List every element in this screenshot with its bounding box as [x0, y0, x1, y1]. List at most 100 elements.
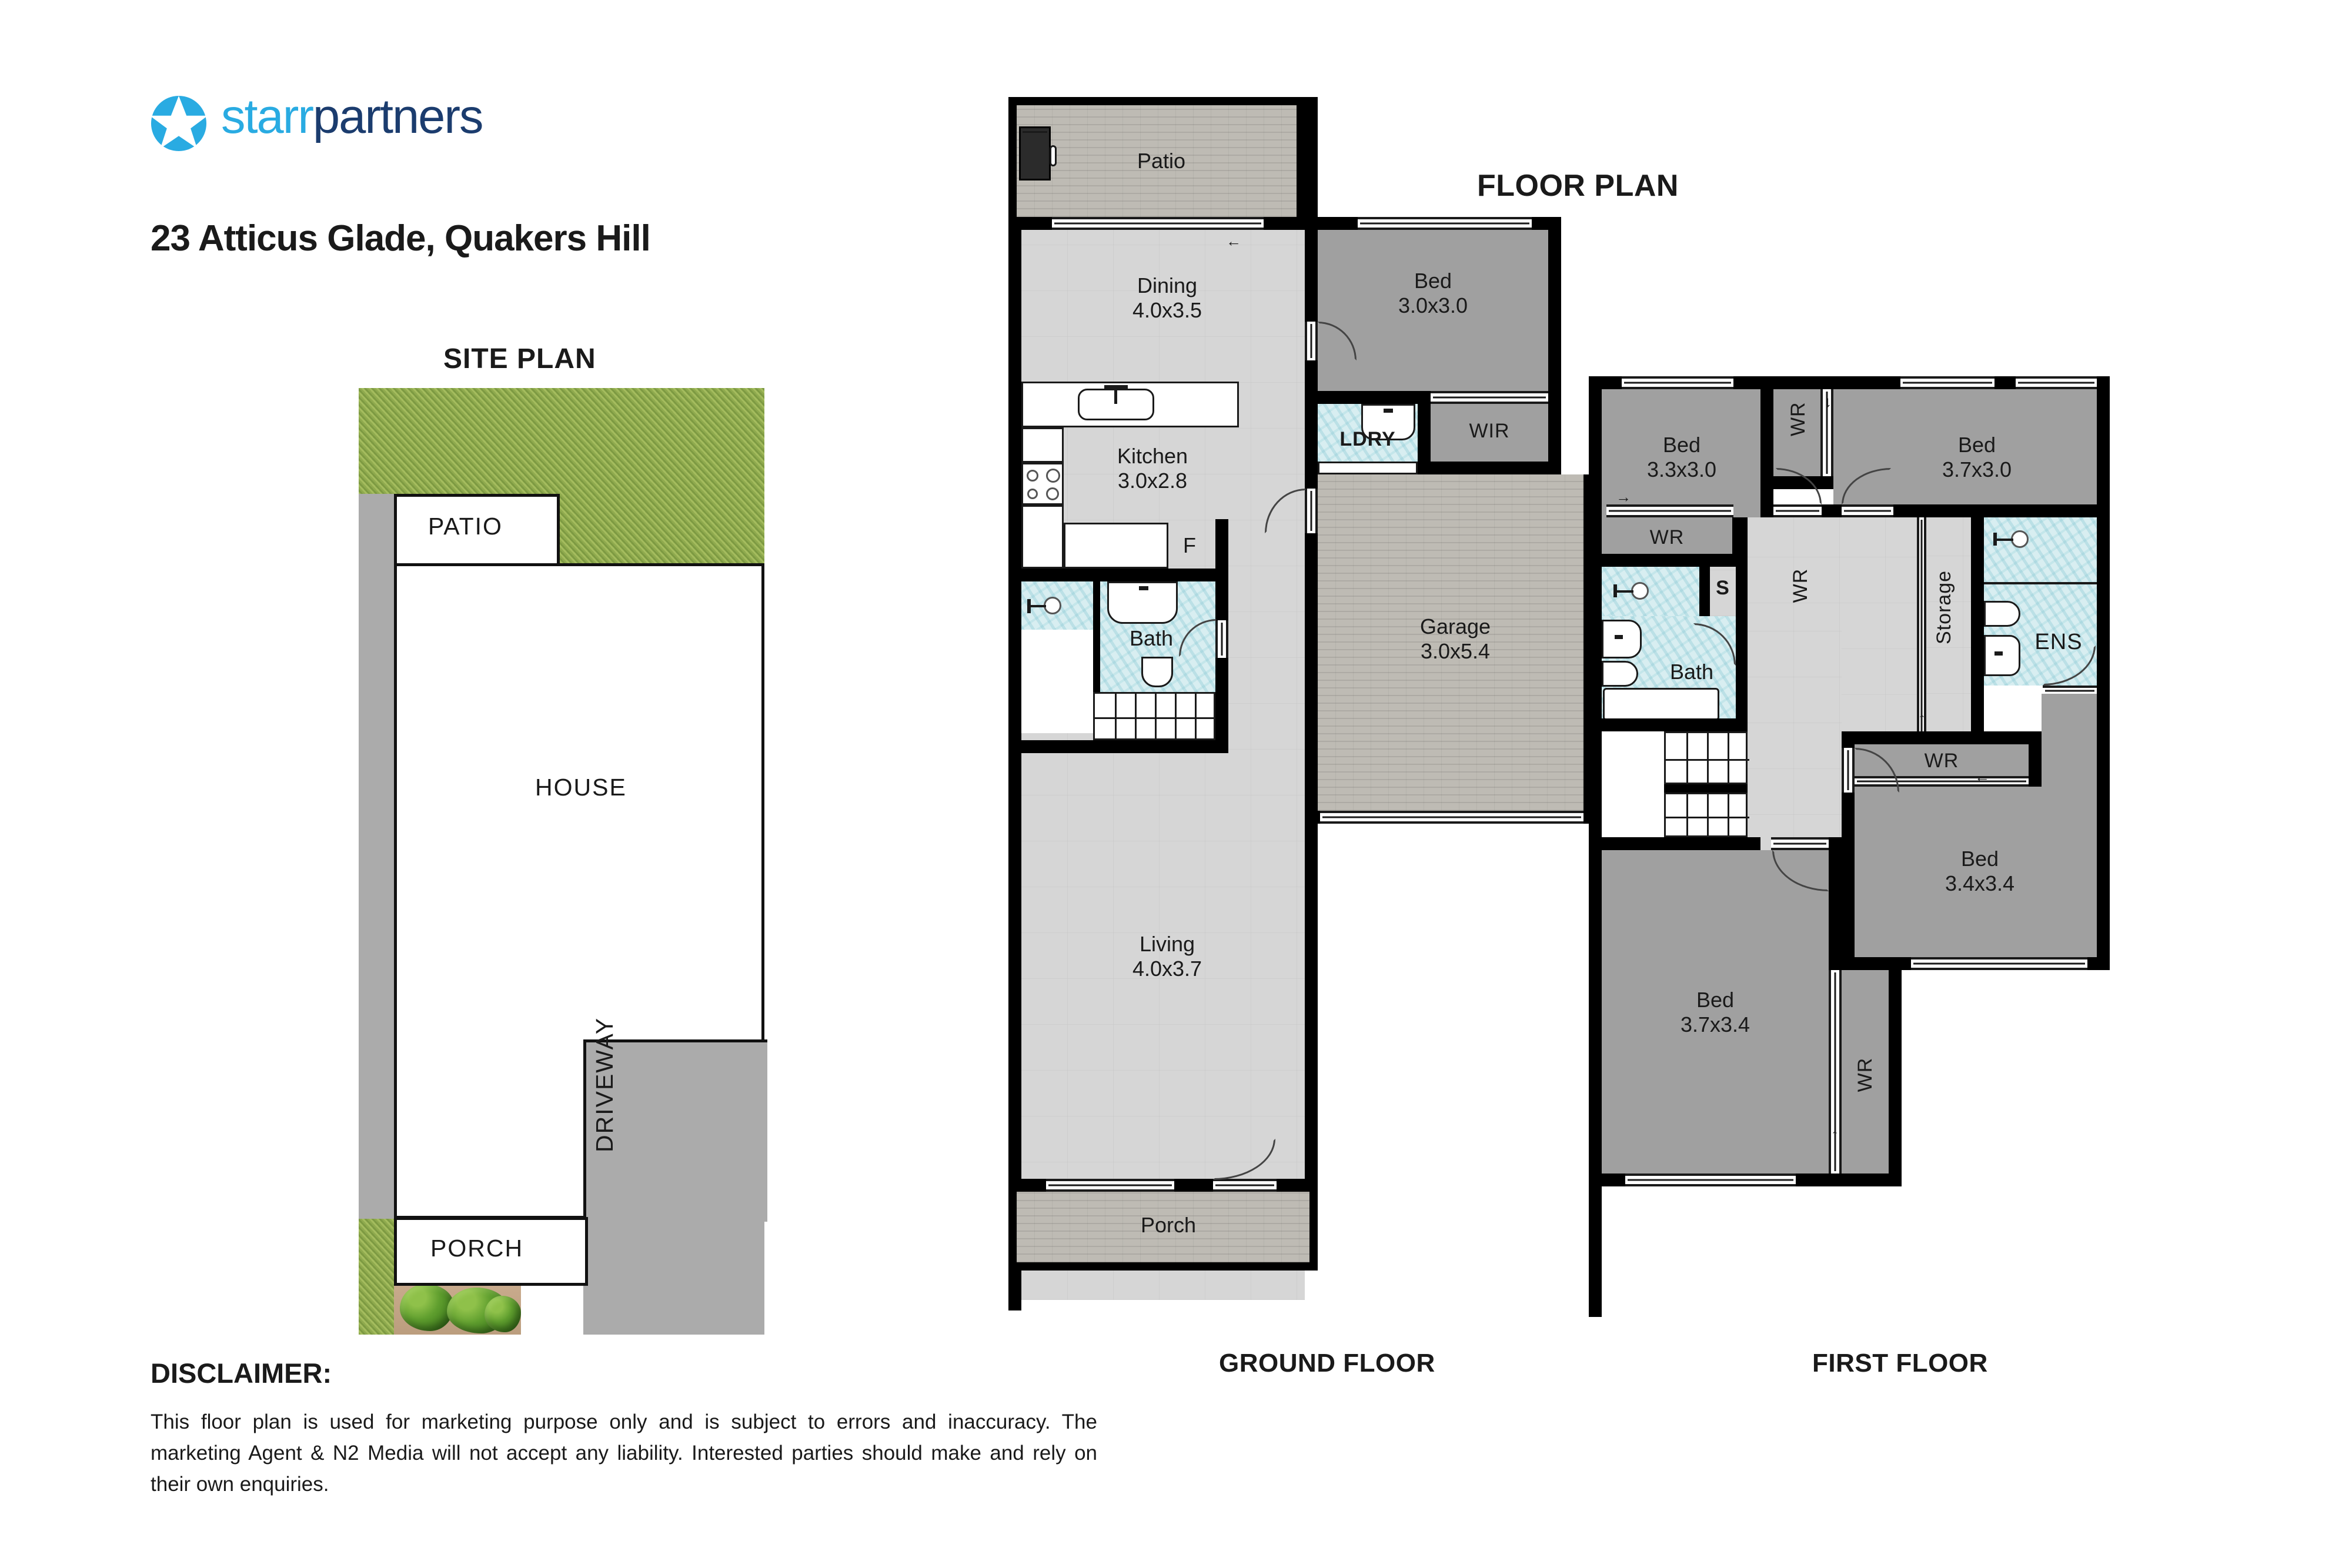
ff-stair-void	[1602, 731, 1664, 837]
ff-bed4-window[interactable]	[1625, 1174, 1796, 1186]
gf-shower-head-icon	[1044, 597, 1061, 614]
floor-plan-title: FLOOR PLAN	[1477, 169, 1679, 203]
gf-kitchen-tap-icon	[1114, 386, 1117, 404]
ff-wr2-label: WR	[1786, 402, 1809, 437]
ff-wall-wr3-right	[2029, 731, 2042, 787]
ff-ens-shower-mixer-icon	[1993, 533, 1997, 546]
ff-bed1-floor	[1602, 389, 1760, 517]
gf-ldry-label: LDRY	[1339, 428, 1396, 450]
disclaimer-heading: DISCLAIMER:	[151, 1358, 332, 1389]
ff-wall-wr3-top	[1842, 731, 2042, 744]
disclaimer-body: This floor plan is used for marketing pu…	[151, 1410, 1097, 1496]
gf-kitchen-tap-bar	[1104, 385, 1128, 389]
ff-bed2-window-a[interactable]	[1900, 376, 1994, 389]
first-floor-caption: FIRST FLOOR	[1812, 1349, 1988, 1378]
ff-bed4-floor	[1602, 850, 1829, 1174]
ff-ens-shower-arm-icon	[1996, 539, 2013, 541]
gf-patio-wall-right	[1297, 97, 1305, 217]
gf-bed-door[interactable]	[1305, 322, 1318, 360]
site-patio-box	[394, 494, 560, 566]
ff-bed2-window-b[interactable]	[2016, 376, 2097, 389]
gf-front-door[interactable]	[1213, 1179, 1277, 1192]
ff-wr1-door[interactable]	[1606, 504, 1733, 517]
gf-fridge-marker: F	[1183, 533, 1196, 557]
gf-patio-wall-top	[1008, 97, 1305, 105]
ff-wr1-floor	[1602, 517, 1732, 554]
gf-wir-floor	[1431, 404, 1548, 462]
ff-storage-arrow-icon: ↑	[1918, 709, 1926, 727]
gf-shower-mixer-icon	[1027, 599, 1031, 613]
gf-ldry-bifold-door[interactable]	[1318, 462, 1418, 474]
gf-wall-left-main	[1008, 217, 1021, 1310]
ff-linen-cupboard	[1710, 567, 1736, 616]
shrub-icon	[485, 1296, 521, 1332]
ff-bed1-door[interactable]	[1773, 504, 1822, 517]
ff-wr4-door[interactable]	[1829, 970, 1842, 1174]
ff-staircase-lower	[1664, 793, 1749, 839]
brand-logo: starrpartners	[146, 88, 593, 159]
gf-wall-porch-left	[1008, 1192, 1017, 1271]
gf-cooktop-icon	[1021, 463, 1064, 505]
site-plan: PATIO HOUSE PORCH DRIVEWAY	[359, 388, 767, 1352]
ff-ens-toilet-icon	[1984, 601, 2020, 627]
gf-sliding-door-patio[interactable]	[1052, 217, 1264, 230]
ff-storage-label: Storage	[1932, 570, 1955, 645]
gf-wall-wir-bottom	[1418, 462, 1561, 474]
ff-bed3-floor	[1855, 787, 2097, 957]
gf-burner-icon	[1027, 470, 1038, 482]
ff-bed3-window[interactable]	[1911, 957, 2087, 970]
gf-burner-icon	[1027, 489, 1038, 499]
gf-burner-icon	[1046, 487, 1059, 500]
site-porch-box	[394, 1217, 588, 1286]
site-driveway-label: DRIVEWAY	[591, 1017, 618, 1152]
site-porch-label: PORCH	[430, 1235, 524, 1262]
ff-storage-door[interactable]	[1917, 517, 1926, 740]
gf-wall-shower-right	[1093, 581, 1100, 630]
ff-wr2-door[interactable]	[1820, 389, 1833, 476]
gf-wall-kitchen-stub	[1215, 519, 1228, 569]
hot-water-unit-icon	[1019, 126, 1051, 180]
gf-living-window[interactable]	[1046, 1179, 1174, 1192]
star-circle-logo-icon	[151, 95, 207, 152]
ff-wr2-floor	[1773, 389, 1820, 476]
ff-ens-shower-screen	[1984, 582, 2097, 584]
gf-bath-door[interactable]	[1215, 620, 1228, 658]
ff-bed2-door[interactable]	[1842, 504, 1893, 517]
ff-wall-ens-right	[2097, 517, 2110, 694]
gf-basin-tap-icon	[1139, 586, 1148, 590]
gf-patio-floor	[1017, 105, 1305, 217]
site-patio-label: PATIO	[428, 513, 503, 540]
ff-bed3-door[interactable]	[1842, 748, 1855, 793]
ff-shower2-floor	[1602, 567, 1699, 616]
ff-wall-shower2-right	[1699, 567, 1710, 616]
gf-garage-floor	[1318, 474, 1583, 811]
gf-kitchen-bench-bottom	[1064, 523, 1168, 569]
ff-bed4-door[interactable]	[1771, 837, 1829, 850]
ff-staircase-upper	[1664, 731, 1749, 786]
ff-toilet-icon	[1602, 661, 1638, 687]
gf-wir-door[interactable]	[1431, 391, 1548, 404]
gf-garage-roller-door[interactable]	[1320, 811, 1583, 824]
gf-wall-bath-top	[1008, 569, 1228, 581]
gf-laundry-tap-icon	[1384, 409, 1393, 413]
ff-wall-bath-bottom	[1589, 718, 1748, 731]
brand-wordmark: starrpartners	[221, 92, 483, 141]
gf-wall-stair-bottom	[1008, 740, 1228, 753]
gf-wall-bed-right	[1548, 217, 1561, 391]
site-grass-bottom	[359, 1219, 394, 1335]
gf-wall-stair-right	[1215, 692, 1228, 753]
gf-slider-arrow-icon: ←	[1226, 232, 1241, 250]
hot-water-unit-detail	[1023, 131, 1047, 133]
gf-wall-dining-right	[1305, 97, 1318, 1179]
ff-wr4-label: WR	[1853, 1057, 1876, 1092]
ff-hall-label: WR	[1789, 568, 1812, 603]
gf-bed-window[interactable]	[1358, 217, 1532, 230]
gf-garage-internal-door[interactable]	[1305, 489, 1318, 533]
gf-shower-arm-icon	[1028, 605, 1046, 607]
ff-bed1-window[interactable]	[1622, 376, 1733, 389]
ff-wall-stair-mid	[1664, 784, 1748, 793]
ff-wall-wr4-right	[1889, 970, 1902, 1186]
